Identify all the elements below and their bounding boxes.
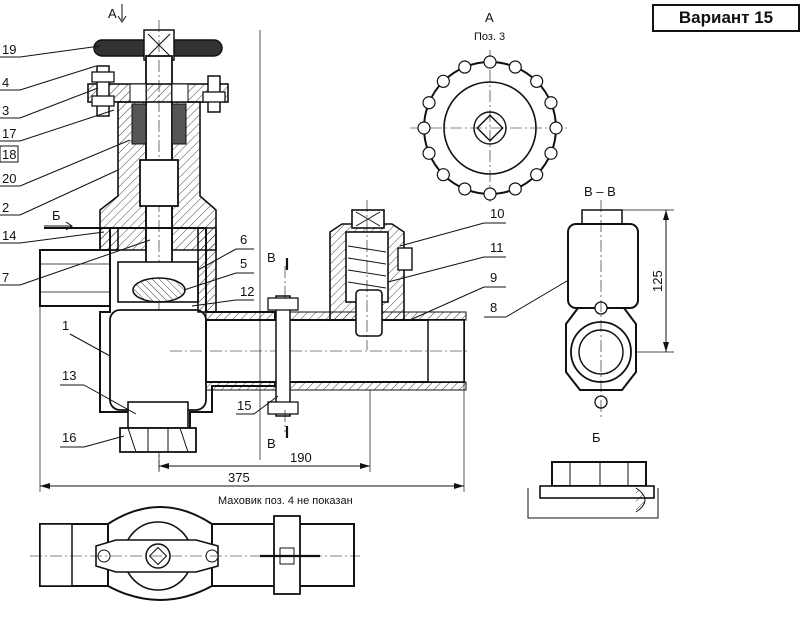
handwheel-scallop [544,146,558,160]
callout-17: 17 [2,126,16,141]
callout-1: 1 [62,318,69,333]
handwheel-scallop [458,182,472,196]
handwheel-scallop [508,182,522,196]
section-vv-label: В – В [584,184,616,199]
handwheel-scallop [530,74,544,88]
handwheel-scallop [422,96,436,110]
view-a-handwheel: А Поз. 3 [410,10,570,205]
handwheel-scallop [436,74,450,88]
cut-mark-b: Б [52,208,61,223]
callout-18: 18 [2,147,16,162]
section-vv: В – В 125 [565,184,674,420]
callout-15: 15 [237,398,251,413]
callout-12: 12 [240,284,254,299]
handwheel-scallop [549,121,563,135]
variant-title-box: Вариант 15 [652,4,800,32]
callout-14: 14 [2,228,16,243]
dimension-375: 375 [228,470,250,485]
dimension-125: 125 [650,270,665,292]
cut-mark-v-top: В [267,250,276,265]
right-callouts: 10 11 9 8 [387,206,573,321]
handwheel-scallop [530,168,544,182]
view-a-letter: А [485,10,494,25]
callout-6: 6 [240,232,247,247]
view-a-caption: Поз. 3 [474,31,505,43]
callout-9: 9 [490,270,497,285]
callout-20: 20 [2,171,16,186]
dimension-190: 190 [290,450,312,465]
handwheel-scallop [417,121,431,135]
main-section-view [39,20,470,470]
handwheel-note: Маховик поз. 4 не показан [218,495,353,507]
mid-callouts: 6 5 12 15 [183,232,279,415]
callout-8: 8 [490,300,497,315]
callout-10: 10 [490,206,504,221]
left-callouts: 19 4 3 17 18 20 2 14 7 1 13 16 [0,42,151,448]
callout-3: 3 [2,103,9,118]
callout-4: 4 [2,75,9,90]
callout-16: 16 [62,430,76,445]
handwheel-scallop [483,55,497,69]
callout-5: 5 [240,256,247,271]
callout-2: 2 [2,200,9,215]
callout-19: 19 [2,42,16,57]
handwheel-scallop [544,96,558,110]
dimensions: 375 190 [39,30,465,492]
top-view: Маховик поз. 4 не показан [30,495,360,601]
callout-11: 11 [490,240,504,255]
handwheel-scallop [483,187,497,201]
handwheel-scallop [458,60,472,74]
variant-title: Вариант 15 [678,8,774,27]
view-b-label: Б [592,430,601,445]
cut-mark-a: А [108,6,117,21]
cut-mark-v-bottom: В [267,436,276,451]
handwheel-scallop [436,168,450,182]
handwheel-scallop [508,60,522,74]
view-b: Б [527,430,659,519]
handwheel-scallop [422,146,436,160]
callout-7: 7 [2,270,9,285]
callout-13: 13 [62,368,76,383]
